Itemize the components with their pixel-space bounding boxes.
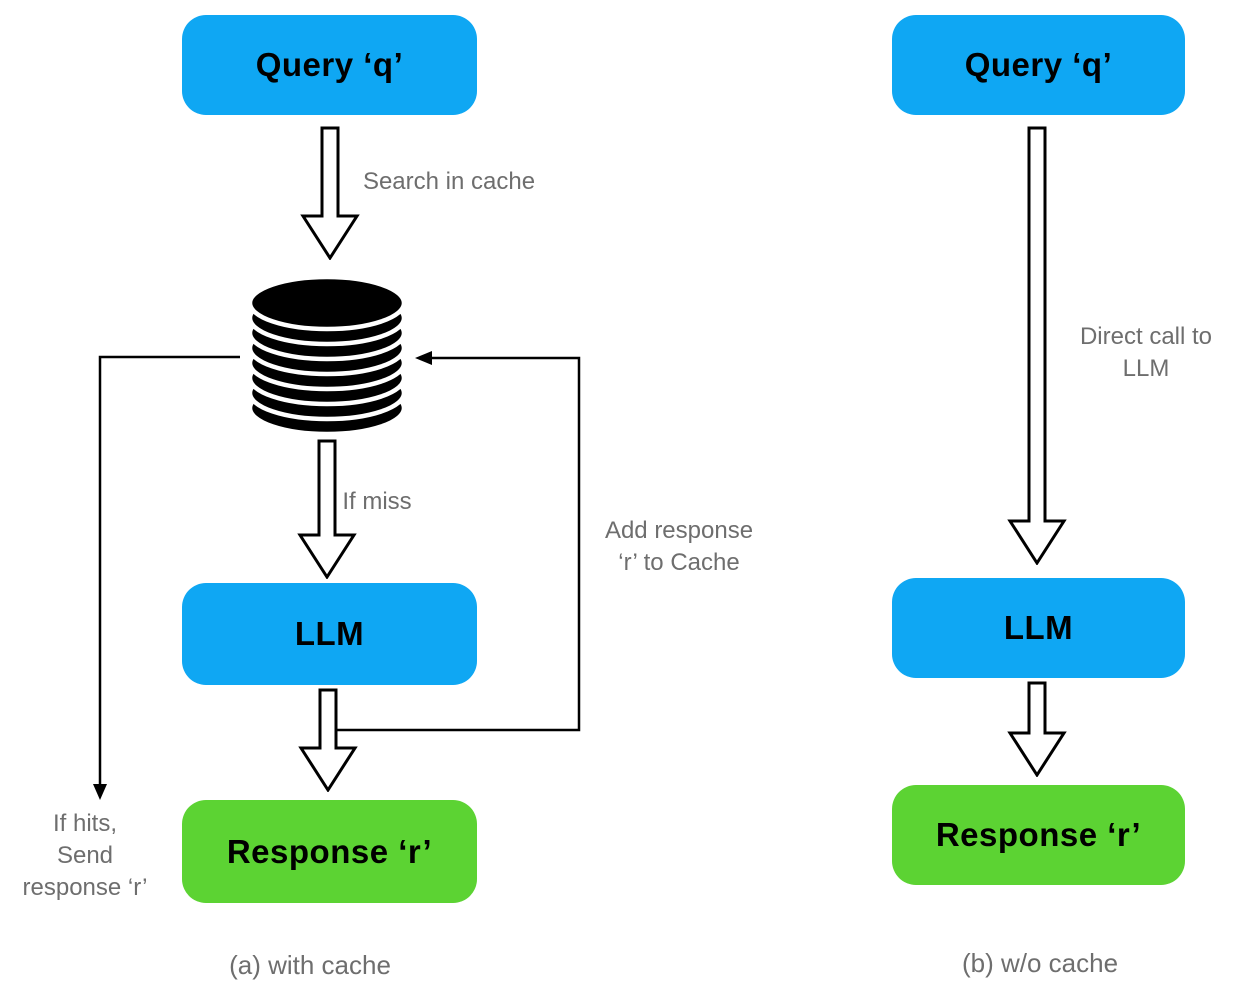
if-hits-label: If hits, Send response ‘r’ (23, 808, 148, 904)
caption-no-cache: (b) w/o cache (961, 948, 1119, 978)
if-hits-label-line2: Send (56, 842, 114, 869)
response-box-no-cache: Response ‘r’ (892, 785, 1185, 885)
llm-box-label: LLM (294, 615, 365, 652)
query-to-cache-arrow-icon (300, 126, 360, 260)
query-box-with-cache: Query ‘q’ (182, 15, 477, 115)
if-hits-connector-line (98, 355, 240, 785)
search-in-cache-label: Search in cache (362, 168, 536, 195)
if-hits-label-line3: response ‘r’ (22, 874, 148, 901)
llm-to-response-arrow-icon (1007, 681, 1067, 777)
cache-to-llm-arrow-icon (297, 439, 357, 579)
direct-call-label-line1: Direct call to (1079, 323, 1213, 350)
caption-with-cache: (a) with cache (229, 950, 391, 980)
direct-call-label: Direct call to LLM (1080, 321, 1212, 385)
query-box-label: Query ‘q’ (255, 46, 404, 83)
llm-to-response-arrow-icon (298, 688, 358, 792)
response-box-with-cache: Response ‘r’ (182, 800, 477, 903)
query-box-no-cache: Query ‘q’ (892, 15, 1185, 115)
llm-box-with-cache: LLM (182, 583, 477, 685)
add-to-cache-label-line2: ‘r’ to Cache (618, 549, 740, 576)
query-to-llm-direct-arrow-icon (1007, 126, 1067, 565)
llm-box-no-cache: LLM (892, 578, 1185, 678)
add-to-cache-arrowhead-icon (415, 351, 432, 365)
if-hits-label-line1: If hits, (52, 810, 118, 837)
add-to-cache-label: Add response ‘r’ to Cache (605, 515, 753, 579)
database-cylinder-icon (247, 277, 407, 435)
response-box-label: Response ‘r’ (935, 816, 1142, 853)
direct-call-label-line2: LLM (1122, 355, 1170, 382)
response-box-label: Response ‘r’ (226, 832, 433, 870)
llm-box-label: LLM (1003, 609, 1074, 646)
if-hits-arrowhead-icon (93, 784, 107, 800)
query-box-label: Query ‘q’ (964, 46, 1113, 83)
add-to-cache-label-line1: Add response (604, 517, 754, 544)
if-miss-label: If miss (342, 488, 412, 515)
